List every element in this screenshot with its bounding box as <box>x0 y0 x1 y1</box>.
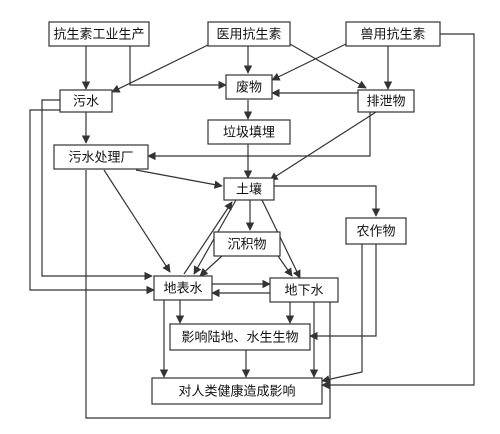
edge-industrial-to-waste <box>129 46 227 90</box>
node-human: 对人类健康造成影响 <box>151 377 323 405</box>
edge-crops-to-organisms <box>309 244 377 341</box>
svg-text:土壤: 土壤 <box>236 182 262 198</box>
svg-text:抗生素工业生产: 抗生素工业生产 <box>53 28 144 43</box>
node-sediment: 沉积物 <box>213 231 281 257</box>
edge-plant-to-surface <box>103 169 171 273</box>
node-medical: 医用抗生素 <box>207 21 291 47</box>
edge-plant-to-soil <box>135 169 223 189</box>
node-crops: 农作物 <box>345 217 407 245</box>
edge-medical-to-excreta <box>289 43 367 89</box>
edge-sediment-to-surface <box>199 255 223 277</box>
node-organisms: 影响陆地、水生生物 <box>169 323 311 351</box>
node-landfill: 垃圾填埋 <box>207 119 291 145</box>
node-plant: 污水处理厂 <box>53 144 149 170</box>
edge-excreta-to-plant <box>147 112 371 161</box>
svg-text:影响陆地、水生生物: 影响陆地、水生生物 <box>181 330 298 346</box>
svg-text:污水: 污水 <box>73 95 99 110</box>
svg-text:废物: 废物 <box>236 80 262 96</box>
svg-text:污水处理厂: 污水处理厂 <box>68 151 133 166</box>
svg-text:沉积物: 沉积物 <box>227 238 266 253</box>
edge-veterinary-to-human <box>321 33 475 390</box>
svg-text:地下水: 地下水 <box>284 284 323 299</box>
svg-text:排泄物: 排泄物 <box>366 95 405 110</box>
node-excreta: 排泄物 <box>357 89 415 113</box>
svg-text:垃圾填埋: 垃圾填埋 <box>223 126 275 141</box>
edge-sediment-to-ground <box>277 255 293 277</box>
edge-soil-to-ground <box>261 199 301 279</box>
edge-surface-to-soil <box>183 201 233 275</box>
edge-excreta-to-soil <box>269 111 377 181</box>
node-industrial: 抗生素工业生产 <box>48 21 150 47</box>
node-surface: 地表水 <box>153 275 213 301</box>
edges <box>29 33 475 419</box>
node-waste: 废物 <box>225 74 273 100</box>
edge-sewage-to-human <box>29 109 155 295</box>
node-veterinary: 兽用抗生素 <box>345 21 441 47</box>
edge-plant-to-human-rail <box>85 170 331 419</box>
edge-crops-to-human <box>321 244 363 384</box>
edge-veterinary-to-waste <box>271 43 347 81</box>
svg-text:医用抗生素: 医用抗生素 <box>216 28 281 43</box>
edge-sewage-to-surface <box>41 99 153 281</box>
svg-text:兽用抗生素: 兽用抗生素 <box>360 28 425 43</box>
edge-soil-to-crops <box>274 185 381 217</box>
nodes: 抗生素工业生产 医用抗生素 兽用抗生素 污水 废物 排泄物 垃圾填埋 污水处理 <box>48 21 441 405</box>
svg-text:农作物: 农作物 <box>356 225 395 240</box>
node-sewage: 污水 <box>59 89 113 113</box>
node-ground: 地下水 <box>269 277 339 303</box>
node-soil: 土壤 <box>223 177 275 201</box>
edge-medical-to-sewage <box>111 43 211 93</box>
svg-text:地表水: 地表水 <box>163 282 202 297</box>
svg-text:对人类健康造成影响: 对人类健康造成影响 <box>178 384 295 400</box>
